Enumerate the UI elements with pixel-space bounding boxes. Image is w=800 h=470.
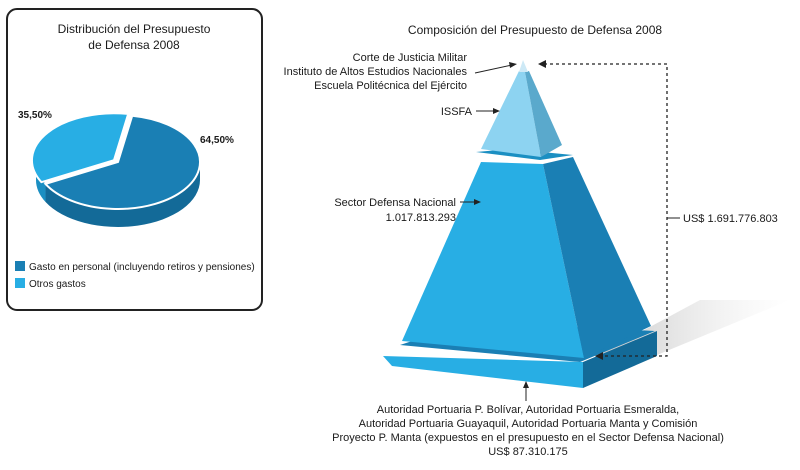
total-bracket-arrow-bottom — [595, 352, 603, 360]
base-label-line-4: US$ 87.310.175 — [488, 446, 568, 458]
pyramid-issfa-layer — [481, 71, 562, 157]
base-front-face — [383, 356, 583, 388]
pie-chart — [31, 112, 201, 227]
pie-legend: Gasto en personal (incluyendo retiros y … — [15, 261, 255, 290]
legend-swatch-otros — [15, 278, 25, 288]
pie-slice-otros — [31, 112, 130, 184]
legend-label-otros: Otros gastos — [29, 279, 86, 290]
base-label-line-3: Proyecto P. Manta (expuestos en el presu… — [332, 432, 724, 444]
sector-arrow-head — [474, 199, 481, 205]
base-label-line-1: Autoridad Portuaria P. Bolívar, Autorida… — [377, 404, 679, 416]
issfa-label: ISSFA — [441, 106, 473, 118]
pie-label-personal: 64,50% — [200, 135, 234, 146]
top-label-line-3: Escuela Politécnica del Ejército — [314, 80, 467, 92]
pie-slice-personal — [43, 114, 201, 210]
base-side-face — [583, 331, 657, 388]
top-arrow-head — [509, 62, 517, 68]
label-base-layer: Autoridad Portuaria P. Bolívar, Autorida… — [332, 381, 724, 458]
sector-front-face — [402, 162, 584, 358]
pie-title-line-1: Distribución del Presupuesto — [58, 22, 211, 36]
sector-side-face — [543, 157, 651, 358]
base-label-line-2: Autoridad Portuaria Guayaquil, Autoridad… — [359, 418, 698, 430]
label-issfa-layer: ISSFA — [441, 106, 500, 118]
pie-label-otros: 35,50% — [18, 110, 52, 121]
pyramid-tip — [519, 60, 528, 72]
pyramid-diagram: Composición del Presupuesto de Defensa 2… — [284, 23, 790, 458]
label-sector-layer: Sector Defensa Nacional 1.017.813.293 — [334, 197, 481, 224]
sector-label-line-2: 1.017.813.293 — [386, 212, 456, 224]
base-arrow-head — [523, 381, 529, 388]
issfa-front-face — [481, 71, 541, 157]
legend-swatch-personal — [15, 261, 25, 271]
total-bracket: US$ 1.691.776.803 — [538, 60, 778, 360]
total-label: US$ 1.691.776.803 — [683, 213, 778, 225]
legend-label-personal: Gasto en personal (incluyendo retiros y … — [29, 262, 255, 273]
top-label-line-2: Instituto de Altos Estudios Nacionales — [284, 66, 468, 78]
label-top-layer: Corte de Justicia Militar Instituto de A… — [284, 52, 517, 92]
pyramid-sector-layer — [402, 149, 651, 358]
total-bracket-arrow-top — [538, 60, 546, 68]
pie-title-line-2: de Defensa 2008 — [88, 38, 180, 52]
issfa-arrow-head — [493, 108, 500, 114]
top-label-line-1: Corte de Justicia Militar — [353, 52, 468, 64]
issfa-side-face — [525, 71, 562, 157]
sector-label-line-1: Sector Defensa Nacional — [334, 197, 456, 209]
pie-panel: Distribución del Presupuesto de Defensa … — [6, 8, 263, 311]
pie-side-personal — [45, 162, 201, 227]
total-bracket-line — [544, 63, 668, 357]
top-arrow-line — [474, 64, 513, 74]
pyramid-title: Composición del Presupuesto de Defensa 2… — [408, 23, 662, 37]
